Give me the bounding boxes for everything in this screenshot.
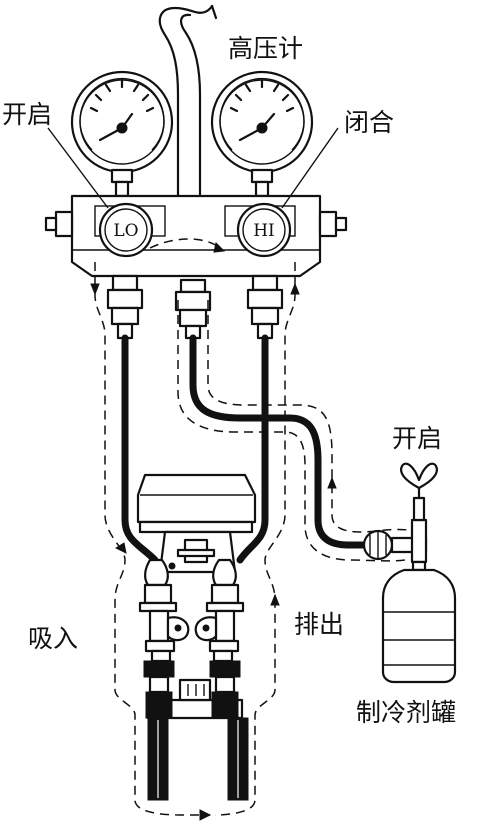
- compressor-lines: [147, 717, 249, 801]
- discharge-service-valve: [194, 558, 245, 719]
- manifold-fittings: [106, 274, 284, 340]
- tank-valve: [362, 462, 438, 572]
- hanger-hook: [158, 4, 214, 202]
- refrigerant-tank: [381, 568, 457, 684]
- flow-path: [90, 262, 409, 821]
- lo-valve-knob: LO: [98, 202, 154, 258]
- tank-valve-open-label: 开启: [392, 424, 443, 453]
- high-pressure-gauge-label: 高压计: [228, 34, 304, 63]
- left-valve-open-label: 开启: [2, 100, 53, 129]
- hoses: [121, 334, 366, 564]
- hi-knob-label: HI: [253, 221, 275, 241]
- discharge-label: 排出: [294, 610, 345, 639]
- high-pressure-gauge: [210, 70, 314, 198]
- low-pressure-gauge: [70, 70, 174, 198]
- right-valve-closed-label: 闭合: [344, 108, 395, 137]
- suction-label: 吸入: [28, 624, 79, 653]
- suction-service-valve: [138, 558, 190, 719]
- leader-lines: [47, 127, 339, 209]
- lo-knob-label: LO: [113, 221, 138, 241]
- refrigerant-tank-label: 制冷剂罐: [356, 698, 457, 727]
- hi-valve-knob: HI: [236, 202, 292, 258]
- manifold-body: [44, 194, 348, 278]
